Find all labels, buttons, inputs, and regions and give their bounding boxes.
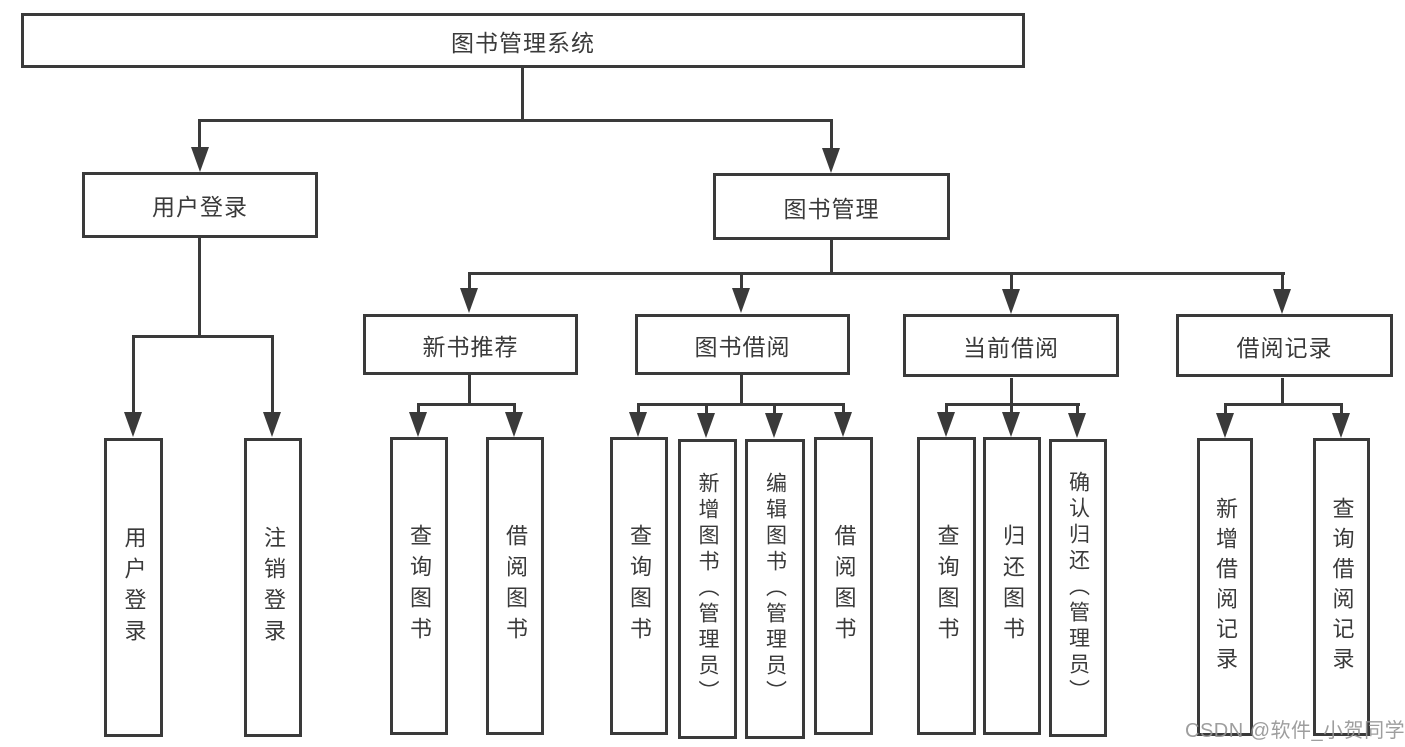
arrow-down-icon <box>460 288 478 313</box>
connector-line <box>513 403 516 415</box>
node-current-borrow: 当前借阅 <box>903 314 1119 377</box>
node-root-label: 图书管理系统 <box>451 29 595 56</box>
connector-line <box>468 272 1285 275</box>
connector-line <box>1224 403 1227 416</box>
leaf-logout-action-label: 注销登录 <box>261 525 286 650</box>
leaf-user-login-action-label: 用户登录 <box>121 525 147 650</box>
connector-line <box>417 403 420 415</box>
node-borrow-records: 借阅记录 <box>1176 314 1393 377</box>
leaf-borrow-book-action: 借阅图书 <box>814 437 873 735</box>
arrow-down-icon <box>191 147 209 172</box>
connector-line <box>468 272 471 291</box>
connector-line <box>1010 272 1013 291</box>
node-borrow-records-label: 借阅记录 <box>1236 334 1333 361</box>
leaf-query-book-current-label: 查询图书 <box>934 524 960 648</box>
leaf-confirm-return-admin: 确认归还（管理员） <box>1049 439 1107 737</box>
arrow-down-icon <box>1216 413 1234 438</box>
node-current-borrow-label: 当前借阅 <box>963 334 1059 361</box>
arrow-down-icon <box>1273 289 1291 314</box>
leaf-add-book-admin: 新增图书（管理员） <box>678 439 737 739</box>
node-book-management: 图书管理 <box>713 173 950 240</box>
node-root: 图书管理系统 <box>21 13 1025 68</box>
connector-line <box>637 403 845 406</box>
leaf-add-book-admin-label: 新增图书（管理员） <box>696 472 719 706</box>
connector-line <box>842 403 845 415</box>
csdn-watermark: CSDN @软件_小贺同学 <box>1185 720 1405 742</box>
arrow-down-icon <box>1332 413 1350 438</box>
connector-line <box>773 403 776 415</box>
connector-line <box>132 335 135 413</box>
node-user-login: 用户登录 <box>82 172 318 238</box>
leaf-borrow-book-recommend-label: 借阅图书 <box>503 524 528 648</box>
arrow-down-icon <box>732 288 750 313</box>
connector-line <box>830 119 833 150</box>
leaf-query-book-borrow-label: 查询图书 <box>627 524 652 648</box>
leaf-edit-book-admin: 编辑图书（管理员） <box>745 439 805 739</box>
node-book-management-label: 图书管理 <box>783 195 880 222</box>
arrow-down-icon <box>822 148 840 173</box>
arrow-down-icon <box>834 412 852 437</box>
leaf-logout-action: 注销登录 <box>244 438 302 737</box>
node-book-borrow: 图书借阅 <box>635 314 850 375</box>
node-user-login-label: 用户登录 <box>152 194 248 220</box>
arrow-down-icon <box>124 412 142 437</box>
connector-line <box>1224 403 1343 406</box>
leaf-confirm-return-admin-label: 确认归还（管理员） <box>1066 471 1090 705</box>
arrow-down-icon <box>263 412 281 437</box>
connector-line <box>198 119 201 149</box>
node-book-borrow-label: 图书借阅 <box>694 333 791 360</box>
leaf-query-book-recommend: 查询图书 <box>390 437 448 735</box>
connector-line <box>468 375 471 406</box>
arrow-down-icon <box>1002 412 1020 437</box>
connector-line <box>1281 378 1284 406</box>
leaf-query-book-recommend-label: 查询图书 <box>407 524 432 648</box>
connector-line <box>198 238 201 338</box>
connector-line <box>945 403 948 415</box>
connector-line <box>1076 403 1079 415</box>
arrow-down-icon <box>697 413 715 438</box>
leaf-borrow-book-recommend: 借阅图书 <box>486 437 544 735</box>
connector-line <box>1340 403 1343 416</box>
connector-line <box>1010 378 1013 406</box>
leaf-edit-book-admin-label: 编辑图书（管理员） <box>763 472 787 706</box>
arrow-down-icon <box>505 412 523 437</box>
node-new-book-recommend-label: 新书推荐 <box>422 333 519 360</box>
leaf-borrow-book-action-label: 借阅图书 <box>831 524 857 648</box>
connector-line <box>132 335 274 338</box>
connector-line <box>417 403 516 406</box>
leaf-add-borrow-record-label: 新增借阅记录 <box>1213 497 1238 677</box>
node-new-book-recommend: 新书推荐 <box>363 314 578 375</box>
connector-line <box>740 375 743 406</box>
connector-line <box>271 335 274 413</box>
connector-line <box>637 403 640 415</box>
leaf-return-book-label: 归还图书 <box>1000 524 1025 648</box>
leaf-add-borrow-record: 新增借阅记录 <box>1197 438 1253 736</box>
connector-line <box>199 119 833 122</box>
arrow-down-icon <box>765 413 783 438</box>
connector-line <box>521 68 524 120</box>
arrow-down-icon <box>1002 289 1020 314</box>
connector-line <box>1281 272 1284 291</box>
leaf-query-borrow-record-label: 查询借阅记录 <box>1329 497 1355 677</box>
arrow-down-icon <box>629 412 647 437</box>
connector-line <box>1010 403 1013 415</box>
leaf-return-book: 归还图书 <box>983 437 1041 735</box>
connector-line <box>830 240 833 274</box>
arrow-down-icon <box>1068 413 1086 438</box>
leaf-query-book-current: 查询图书 <box>917 437 976 735</box>
leaf-query-borrow-record: 查询借阅记录 <box>1313 438 1370 736</box>
connector-line <box>740 272 743 291</box>
arrow-down-icon <box>409 412 427 437</box>
leaf-query-book-borrow: 查询图书 <box>610 437 668 735</box>
connector-line <box>705 403 708 415</box>
arrow-down-icon <box>937 412 955 437</box>
leaf-user-login-action: 用户登录 <box>104 438 163 737</box>
